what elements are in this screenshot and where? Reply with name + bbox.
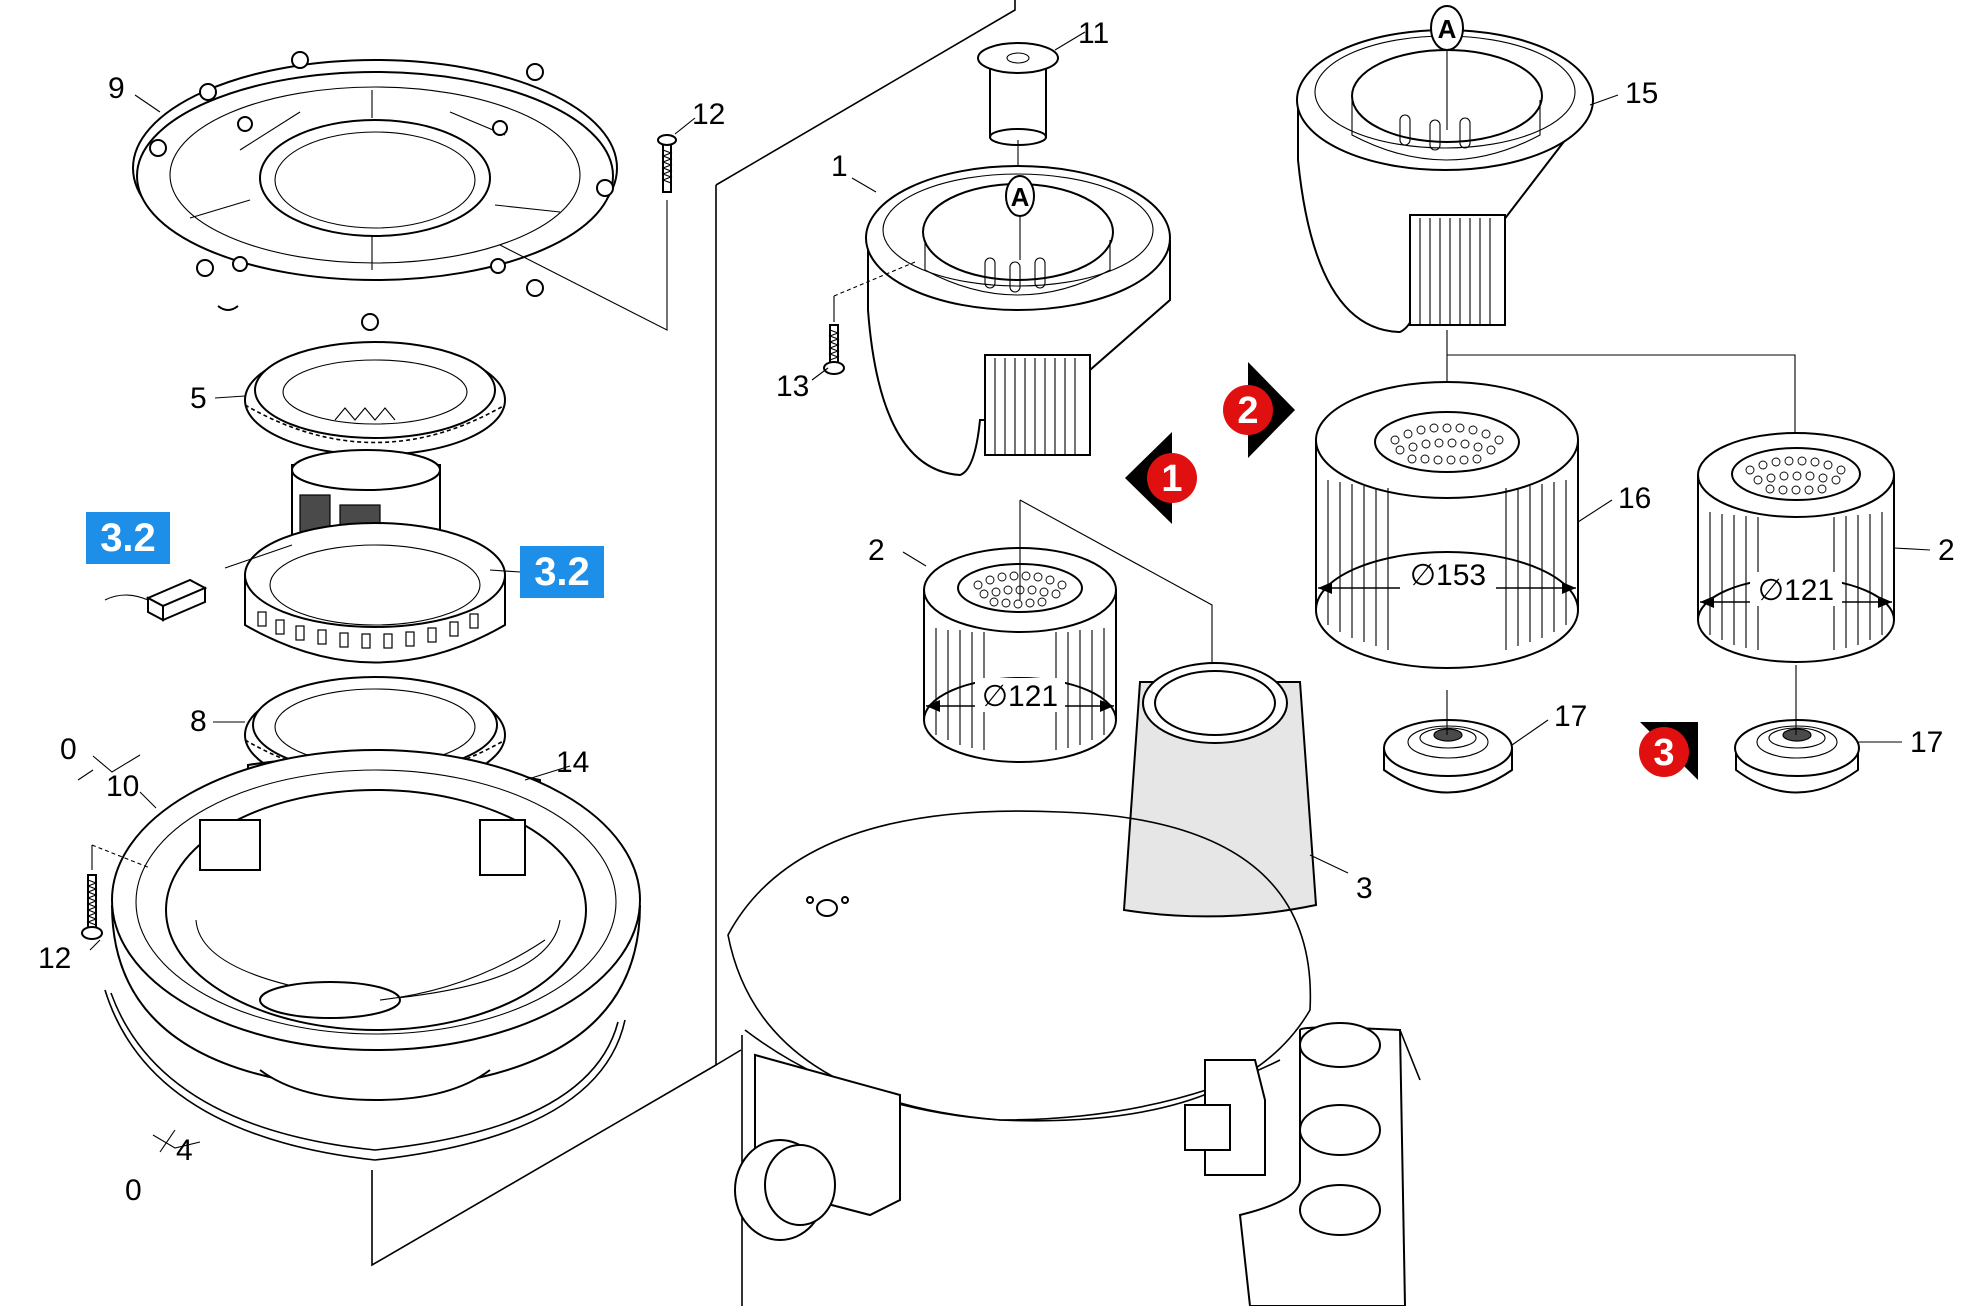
label-part-8: 8 <box>190 705 207 738</box>
float-cap-part <box>977 42 1059 172</box>
svg-text:A: A <box>1011 182 1030 212</box>
dimension-left-cartridge: ∅121 <box>982 680 1058 713</box>
label-part-14: 14 <box>556 746 589 779</box>
step-marker-1-label: 1 <box>1161 458 1182 500</box>
dimension-right-cartridge: ∅121 <box>1758 574 1834 607</box>
assembly-frame-lines <box>371 0 1016 1267</box>
label-part-2-left: 2 <box>868 534 885 567</box>
container-part <box>727 810 1421 1306</box>
filter-basket-large-part: A <box>1296 5 1796 450</box>
screw-top-part <box>499 134 677 331</box>
label-part-1: 1 <box>831 150 848 183</box>
filter-basket-part: A <box>865 165 1171 477</box>
cone-filter-part <box>1122 662 1318 918</box>
cap-left-part <box>1383 690 1513 794</box>
motor-ring-part <box>244 522 506 664</box>
brush-part <box>104 544 293 622</box>
svg-text:A: A <box>1438 14 1457 44</box>
label-part-13: 13 <box>776 370 809 403</box>
step-marker-2: 2 <box>1223 362 1295 458</box>
screw-basket-part <box>823 261 916 375</box>
part-number-labels: 9 12 5 8 0 10 12 14 4 0 11 1 13 2 3 15 1… <box>38 17 1955 1207</box>
label-zero-top: 0 <box>60 733 77 766</box>
reference-link-3-2-left[interactable]: 3.2 <box>86 512 170 564</box>
label-part-4: 4 <box>176 1134 193 1167</box>
label-part-2-right: 2 <box>1938 534 1955 567</box>
label-part-16: 16 <box>1618 482 1651 515</box>
screw-left-part <box>81 844 151 940</box>
reference-link-3-2-right[interactable]: 3.2 <box>520 546 604 598</box>
label-part-12-top: 12 <box>692 98 725 131</box>
cartridge-small-right-part <box>1697 432 1895 663</box>
housing-part <box>111 749 641 1102</box>
dimension-labels: ∅121 ∅153 ∅121 <box>975 558 1842 713</box>
label-part-10: 10 <box>106 770 139 803</box>
step-marker-3-label: 3 <box>1653 732 1674 774</box>
label-part-5: 5 <box>190 382 207 415</box>
cap-right-part <box>1734 665 1860 794</box>
step-marker-2-label: 2 <box>1237 390 1258 432</box>
dimension-large-cartridge: ∅153 <box>1410 559 1486 592</box>
ring-flange-part <box>132 51 618 331</box>
label-zero-bottom: 0 <box>125 1174 142 1207</box>
cartridge-small-left-part <box>923 499 1213 763</box>
step-marker-1: 1 <box>1125 432 1197 524</box>
label-part-17-right: 17 <box>1910 726 1943 759</box>
seal-ring-5-part <box>244 341 506 456</box>
label-part-3: 3 <box>1356 872 1373 905</box>
cartridge-large-part <box>1315 381 1579 669</box>
label-part-11: 11 <box>1078 17 1109 50</box>
label-part-12-left: 12 <box>38 942 71 975</box>
label-part-9: 9 <box>108 72 125 105</box>
label-part-15: 15 <box>1625 77 1658 110</box>
leader-lines <box>77 31 1931 1153</box>
step-marker-3: 3 <box>1639 722 1698 780</box>
bottom-ring-part <box>104 989 626 1161</box>
label-part-17-left: 17 <box>1554 700 1587 733</box>
